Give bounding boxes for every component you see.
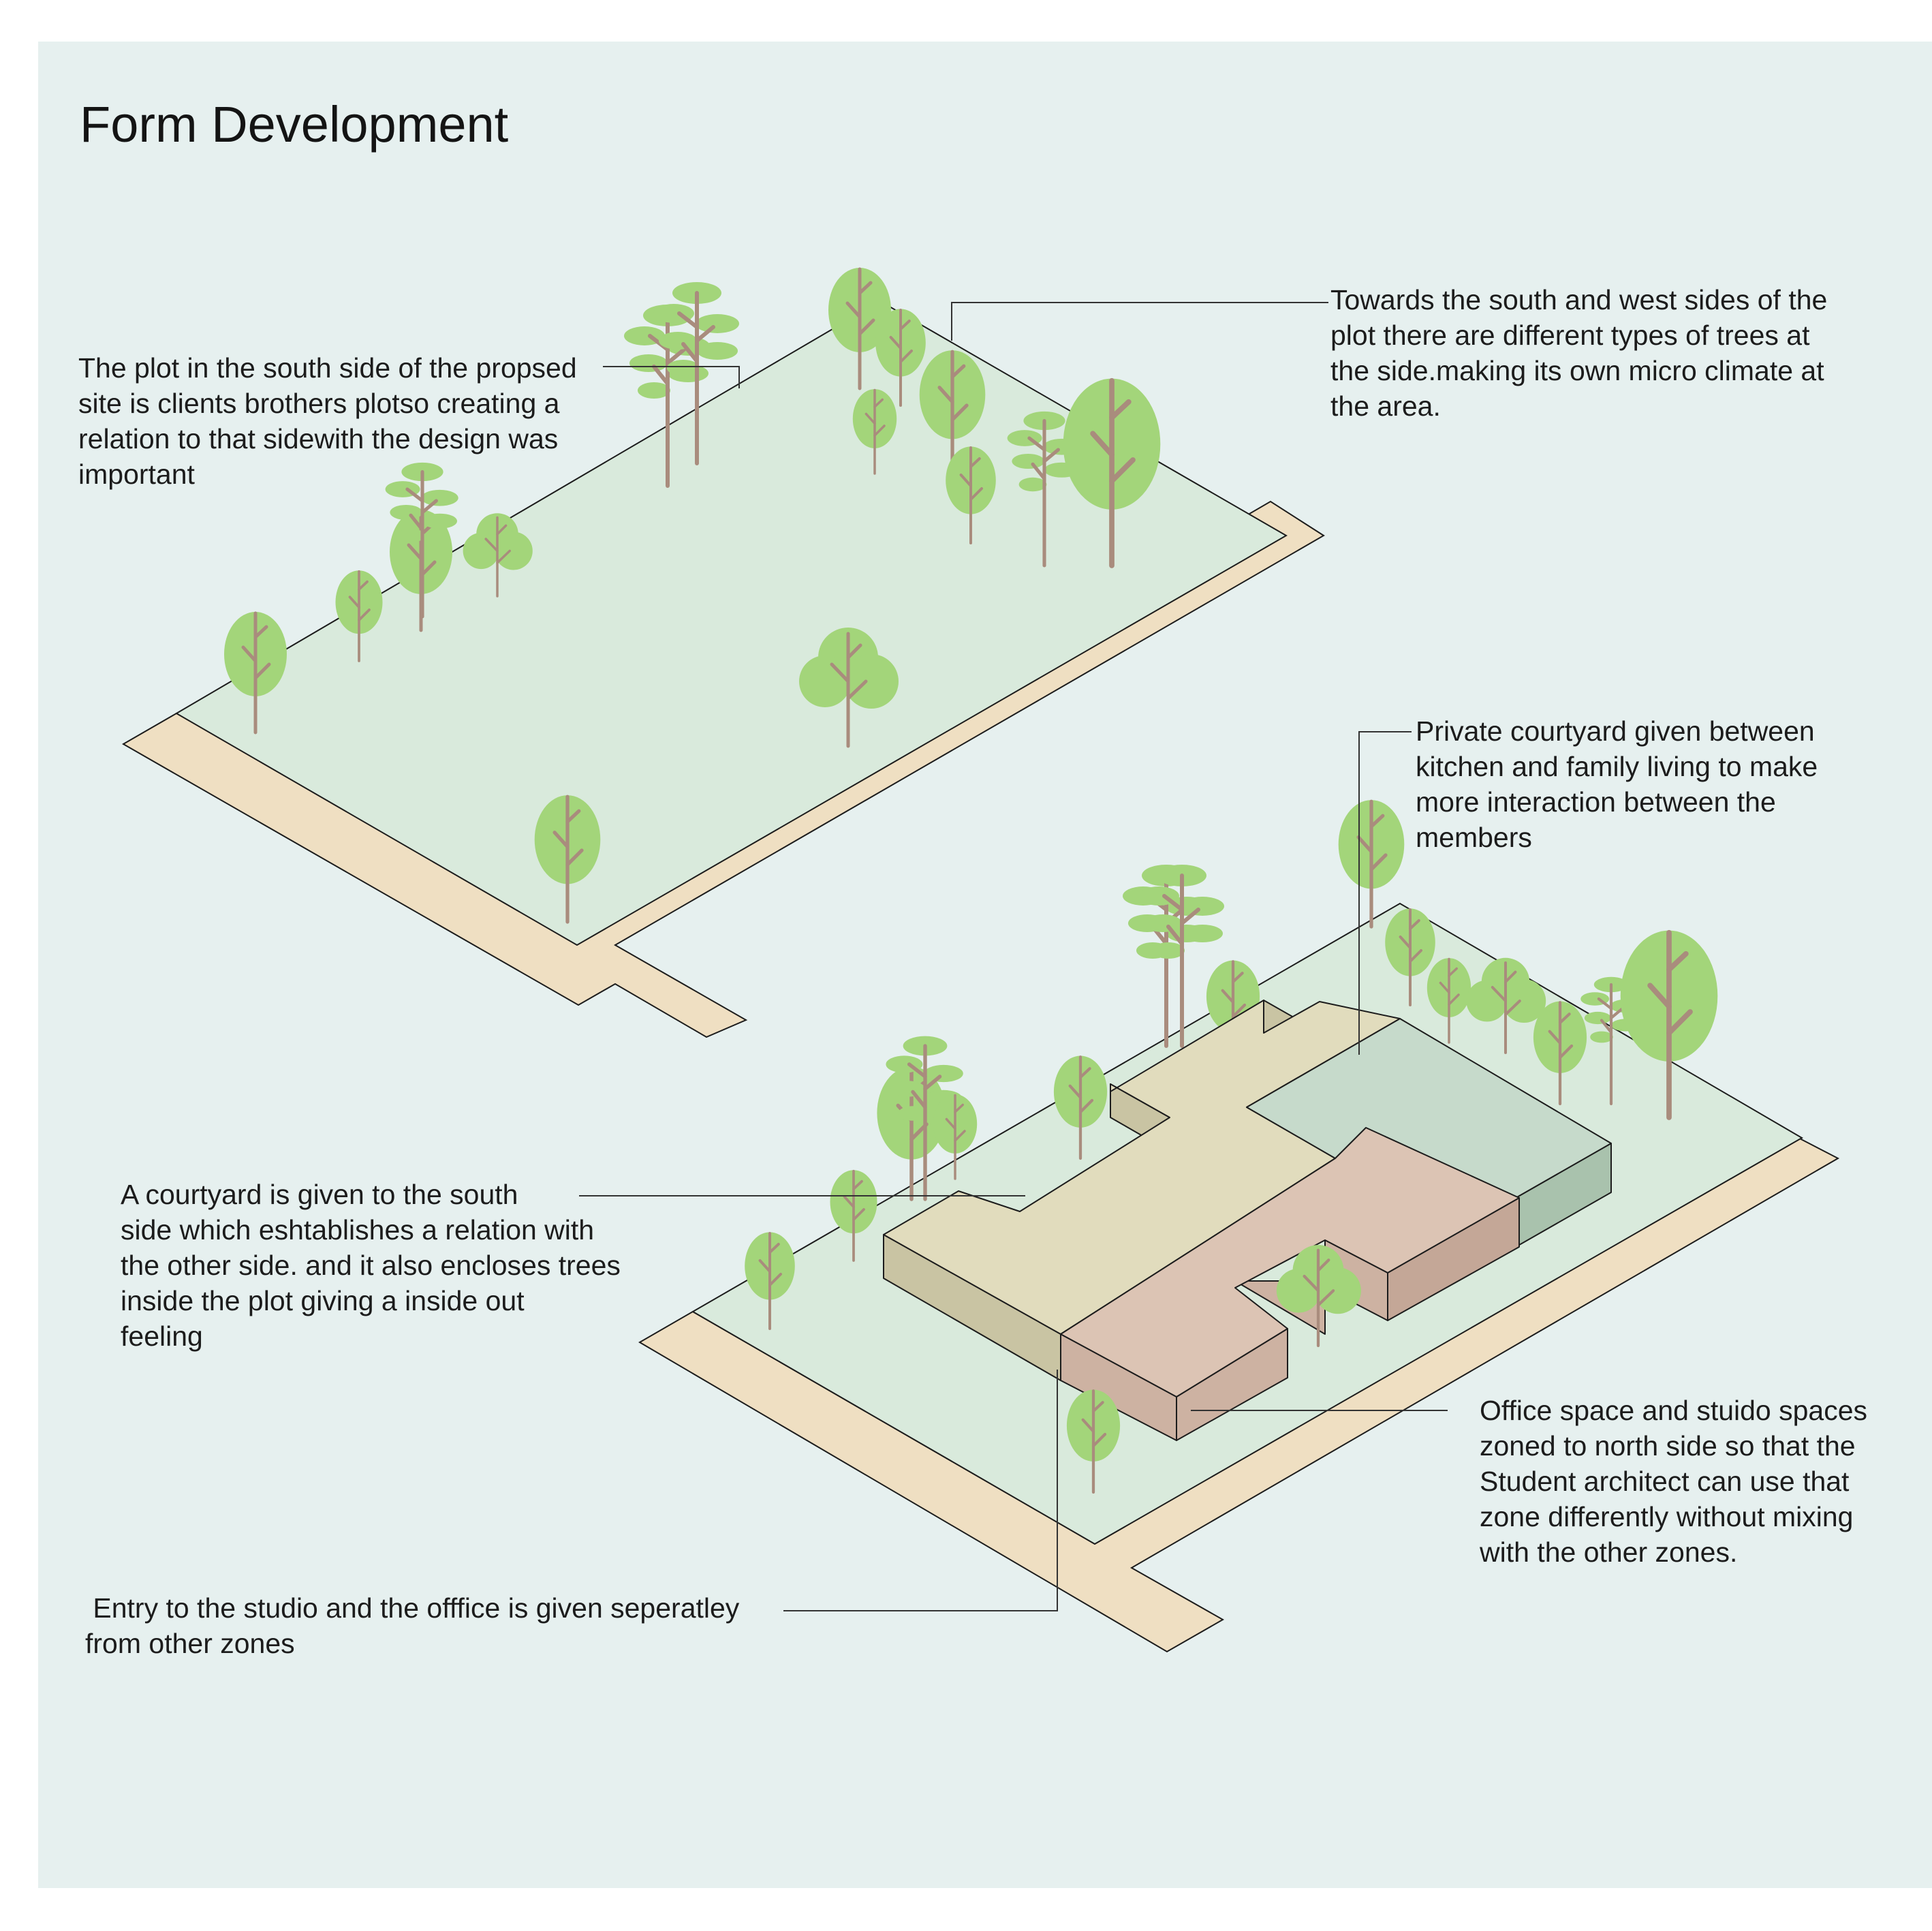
annotation-line: zone differently without mixing [1480, 1501, 1854, 1532]
annotation-line: more interaction between the [1416, 786, 1776, 818]
annotation-line: from other zones [85, 1628, 295, 1659]
annotation-line: the side.making its own micro climate at [1330, 355, 1824, 386]
annotation-line: members [1416, 822, 1532, 853]
annotation-line: kitchen and family living to make [1416, 751, 1818, 782]
leader-trees [951, 302, 1328, 341]
annotation-line: important [78, 459, 195, 490]
annotation-south-plot: The plot in the south side of the propse… [78, 350, 577, 492]
annotation-line: the other side. and it also encloses tre… [121, 1250, 621, 1281]
annotation-line: zoned to north side so that the [1480, 1430, 1856, 1462]
annotation-line: Towards the south and west sides of the [1330, 284, 1828, 315]
annotation-line: with the other zones. [1480, 1536, 1738, 1568]
annotation-line: The plot in the south side of the propse… [78, 352, 577, 384]
annotation-line: the area. [1330, 390, 1441, 422]
page-title: Form Development [80, 96, 509, 153]
private-block [1246, 1018, 1612, 1248]
bottom-plot [638, 800, 1840, 1653]
diagram-sheet [38, 42, 1932, 1888]
leader-south-plot [603, 366, 740, 388]
annotation-line: A courtyard is given to the south [121, 1179, 518, 1210]
annotation-line: Entry to the studio and the offfice is g… [85, 1592, 740, 1624]
annotation-line: side which eshtablishes a relation with [121, 1214, 595, 1246]
top-plot [121, 268, 1325, 1038]
annotation-office: Office space and stuido spaces zoned to … [1480, 1393, 1867, 1570]
annotation-trees: Towards the south and west sides of the … [1330, 282, 1827, 424]
annotation-line: plot there are different types of trees … [1330, 320, 1810, 351]
leader-lines [579, 302, 1448, 1611]
leader-private-courtyard [1358, 731, 1412, 1055]
annotation-entry: Entry to the studio and the offfice is g… [85, 1590, 739, 1661]
annotation-line: Private courtyard given between [1416, 715, 1815, 747]
annotation-line: Office space and stuido spaces [1480, 1395, 1868, 1426]
annotation-line: Student architect can use that [1480, 1466, 1850, 1497]
annotation-line: site is clients brothers plotso creating… [78, 388, 560, 419]
annotation-private-courtyard: Private courtyard given between kitchen … [1416, 713, 1818, 855]
top-site [175, 300, 1288, 946]
leader-entry [783, 1370, 1058, 1611]
annotation-south-courtyard: A courtyard is given to the south side w… [121, 1177, 621, 1354]
annotation-line: feeling [121, 1320, 203, 1352]
annotation-line: inside the plot giving a inside out [121, 1285, 525, 1316]
annotation-line: relation to that sidewith the design was [78, 423, 559, 454]
